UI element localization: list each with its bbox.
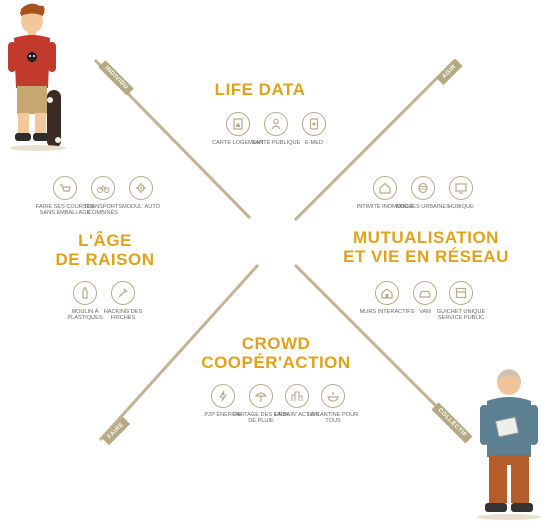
item-label: MODUL' AUTO [122,204,160,210]
item-label: SANTÉ PUBLIQUE [251,140,301,146]
item-label: CARTE LOGEMENT [212,140,264,146]
item-vam: VAM [394,281,456,315]
title-line-1: CROWD [241,334,311,353]
tools-icon [111,281,135,305]
item-label: TRANSPORTS COMBINÉS [83,204,123,217]
item-urbain-action: URBAIN' ACTION [266,384,328,418]
item-murs-interactifs: MURS INTERACTIFS [356,281,418,315]
axis-line-ll [98,263,260,442]
axis-line-ur [293,58,457,222]
item-label: GUICHET UNIQUE SERVICE PUBLIC [436,309,486,322]
item-carte-logement: CARTE LOGEMENT [207,112,269,146]
item-partage-eaux-pluie: PARTAGE DES EAUX DE PLUIE [230,384,292,425]
title-line-1: L'ÂGE [78,231,132,250]
item-modul-auto: MODUL' AUTO [110,176,172,210]
item-label: HACKING DES FRICHES [103,309,143,322]
title-line-2: DE RAISON [55,250,155,270]
young-man-illustration [8,3,66,151]
axis-line-lr [293,263,462,432]
car-share-icon [413,281,437,305]
health-person-icon [264,112,288,136]
item-label: MOULIN À PLASTIQUES [67,309,103,322]
title-line-2: COOPÉR'ACTION [201,353,351,373]
life-data-title: LIFE DATA [214,80,306,99]
item-p2p-energie: P2P ÉNERGIE [192,384,254,418]
gear-car-icon [129,176,153,200]
title-line-1: MUTUALISATION [353,228,499,247]
item-transports-combines: TRANSPORTS COMBINÉS [72,176,134,217]
house-icon [373,176,397,200]
item-label: LA CANTINE POUR TOUS [307,412,359,425]
cantine-icon [321,384,345,408]
tablet-medical-icon [302,112,326,136]
elderly-man-illustration [477,369,541,520]
shopping-icon [53,176,77,200]
monitor-icon [449,176,473,200]
item-label: INTIMITÉ INOMOBILE [356,204,414,210]
beehive-icon [411,176,435,200]
item-label: RUCHES URBAINES [396,204,450,210]
counter-icon [449,281,473,305]
item-guichet-unique: GUICHET UNIQUE SERVICE PUBLIC [430,281,492,322]
bike-icon [91,176,115,200]
item-label: HUBIQUE [448,204,474,210]
item-label: FAIRE SES COURSES SANS EMBALLAGE [35,204,95,217]
title-line-2: ET VIE EN RÉSEAU [343,247,509,267]
item-sante-publique: SANTÉ PUBLIQUE [245,112,307,146]
item-label: PARTAGE DES EAUX DE PLUIE [233,412,289,425]
city-action-icon [285,384,309,408]
item-label: URBAIN' ACTION [274,412,320,418]
umbrella-icon [249,384,273,408]
item-ruches-urbaines: RUCHES URBAINES [392,176,454,210]
energy-icon [211,384,235,408]
item-label: P2P ÉNERGIE [204,412,242,418]
item-label: E-MED [304,140,324,146]
item-moulin-plastiques: MOULIN À PLASTIQUES [54,281,116,322]
crowd-cooperaction-title: CROWD COOPÉR'ACTION [186,334,366,372]
item-hacking-friches: HACKING DES FRICHES [92,281,154,322]
age-de-raison-title: L'ÂGE DE RAISON [30,231,180,269]
house-wall-icon [375,281,399,305]
item-e-med: E-MED [283,112,345,146]
item-label: MURS INTERACTIFS [359,309,415,315]
item-cantine-pour-tous: LA CANTINE POUR TOUS [302,384,364,425]
mutualisation-title: MUTUALISATION ET VIE EN RÉSEAU [326,228,526,266]
item-intimite-inomobile: INTIMITÉ INOMOBILE [354,176,416,210]
bottle-icon [73,281,97,305]
item-label: VAM [419,309,431,315]
item-hubique: HUBIQUE [430,176,492,210]
item-courses-sans-emballage: FAIRE SES COURSES SANS EMBALLAGE [34,176,96,217]
house-card-icon [226,112,250,136]
